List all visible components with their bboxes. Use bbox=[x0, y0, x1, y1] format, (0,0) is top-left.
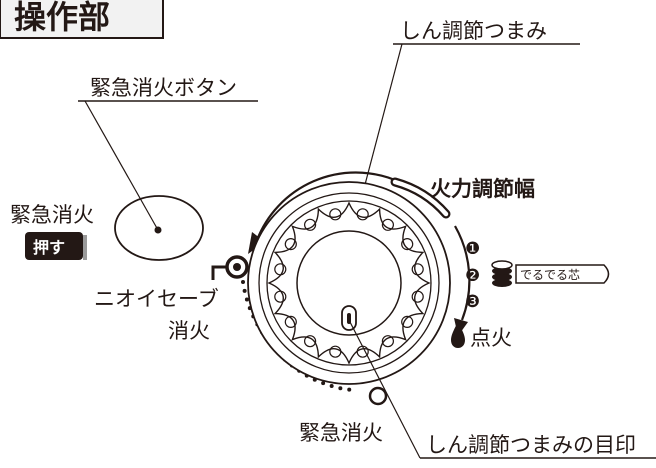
wick-stack-icon bbox=[491, 260, 513, 287]
odorless-save-marker: ニオイセーブ 消火 bbox=[94, 255, 249, 343]
flame-icon bbox=[451, 322, 465, 348]
emergency-button-label: 緊急消火ボタン bbox=[90, 76, 237, 100]
knob-grip-dimple bbox=[329, 208, 342, 221]
emergency-button-callout: 緊急消火ボタン bbox=[78, 76, 258, 261]
knob-mark-label: しん調節つまみの目印 bbox=[426, 433, 636, 457]
knob-mid-ring bbox=[258, 192, 440, 374]
wick-knob-label: しん調節つまみ bbox=[400, 19, 547, 43]
knob-grip-dimple bbox=[411, 263, 424, 276]
knob-grip-scallops bbox=[267, 201, 431, 365]
knob-grip-dimple bbox=[274, 263, 287, 276]
knob-grip-dimple bbox=[401, 238, 414, 251]
level-3: ❸ bbox=[465, 292, 480, 312]
page-title: 操作部 bbox=[14, 0, 110, 36]
level-2: ❷ bbox=[465, 266, 480, 286]
level-indicators: ❶ ❷ ❸ bbox=[465, 239, 480, 312]
push-label: 押す bbox=[33, 238, 65, 257]
knob-inner-face bbox=[296, 230, 402, 336]
knob-grip-dimple bbox=[284, 315, 297, 328]
emergency-bottom-marker bbox=[368, 386, 388, 406]
knob-grip-rim bbox=[266, 200, 432, 366]
knob-grip-dimple bbox=[381, 218, 394, 231]
knob-grip-dimple bbox=[284, 238, 297, 251]
push-badge bbox=[25, 232, 83, 260]
dederu-shin-badge: でるでる芯 bbox=[491, 260, 610, 287]
knob-mark-callout: しん調節つまみの目印 bbox=[349, 321, 656, 459]
title-box: 操作部 bbox=[0, 0, 164, 39]
knob-grip-dimple bbox=[329, 345, 342, 358]
emergency-side-label: 緊急消火 bbox=[10, 203, 94, 227]
emergency-button-pointer-dot bbox=[154, 226, 162, 234]
knob-grip-dimple bbox=[356, 208, 369, 221]
emergency-bottom-label: 緊急消火 bbox=[299, 421, 383, 445]
heat-range-indicator: 火力調節幅 bbox=[390, 177, 535, 219]
knob-grip-dimple bbox=[401, 315, 414, 328]
odorless-save-line1: ニオイセーブ bbox=[94, 287, 219, 311]
knob-grip-dimple bbox=[411, 290, 424, 303]
odorless-save-line2: 消火 bbox=[168, 319, 210, 343]
knob-grip-dimple bbox=[304, 218, 317, 231]
heat-range-label: 火力調節幅 bbox=[430, 177, 535, 201]
emergency-button-shape bbox=[114, 195, 204, 261]
knob-grip-dimple bbox=[304, 335, 317, 348]
knob-grip-dimple bbox=[274, 290, 287, 303]
dederu-shin-label: でるでる芯 bbox=[520, 268, 580, 282]
knob-grip-dimple bbox=[381, 335, 394, 348]
level-1: ❶ bbox=[465, 239, 480, 259]
ignition-label: 点火 bbox=[470, 326, 512, 350]
emergency-push-group: 緊急消火 押す bbox=[10, 203, 94, 260]
wick-knob bbox=[247, 181, 451, 385]
ignition-marker: 点火 bbox=[451, 322, 512, 350]
